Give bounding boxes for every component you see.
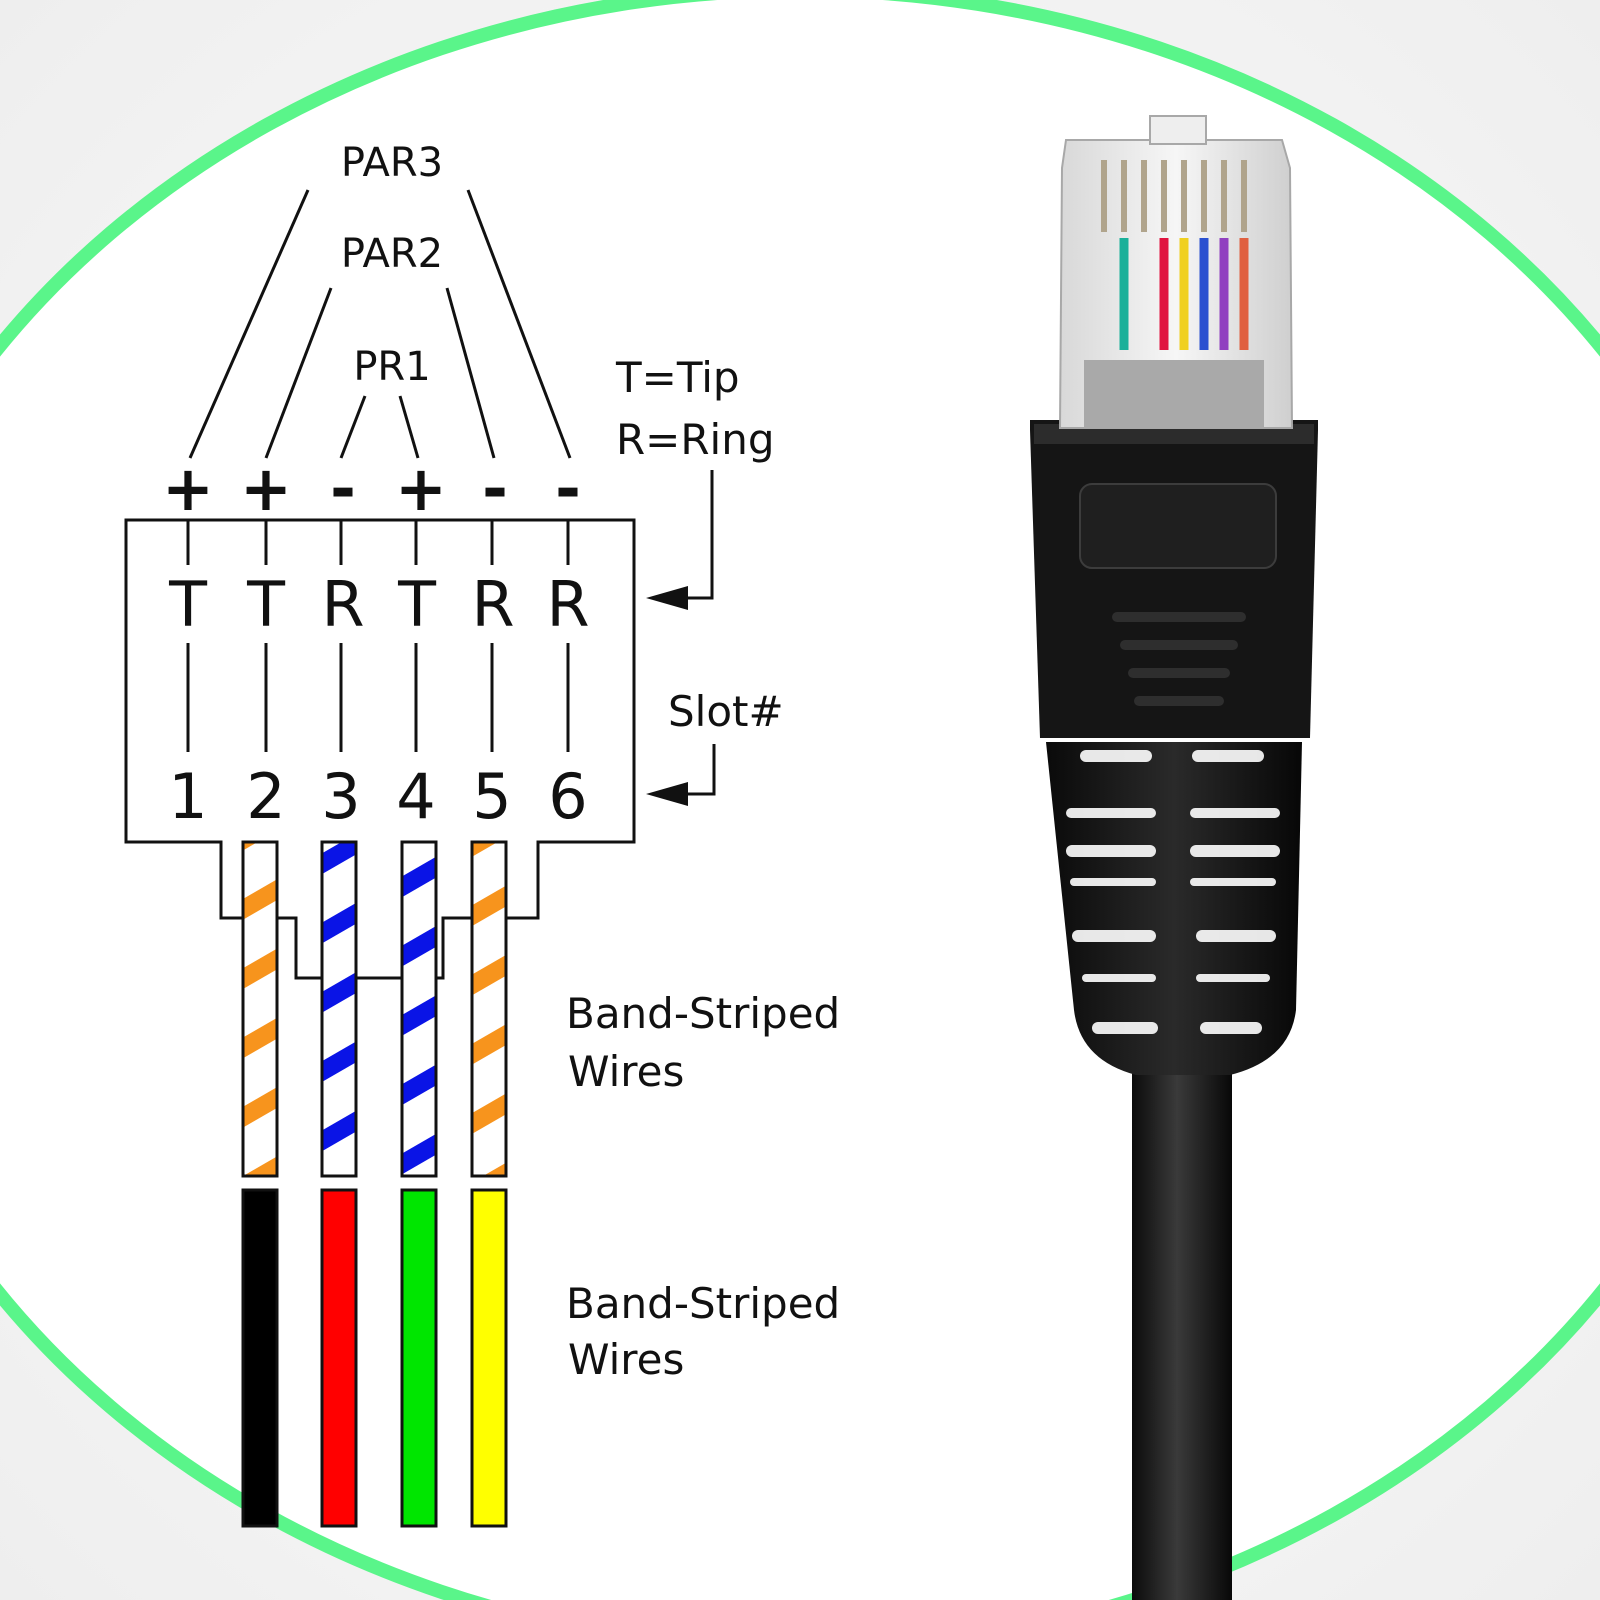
striped-wires [241, 840, 508, 1178]
pair2-label: PAR2 [341, 231, 443, 277]
slot-arrow-head [646, 782, 688, 806]
latch-tab [1149, 115, 1207, 145]
pair3-label: PAR3 [341, 140, 443, 186]
slot-number: 6 [548, 760, 587, 833]
plug-base-band [1084, 360, 1264, 428]
striped-wire-blue [320, 840, 358, 1178]
cable [1132, 1050, 1232, 1600]
legend-tip: T=Tip [615, 353, 740, 402]
boot-ridges [1066, 750, 1280, 1034]
colored-conductors [1119, 238, 1249, 350]
conductor-letter: R [321, 568, 364, 641]
gold-contacts [1101, 160, 1247, 232]
conductor-letter: R [471, 568, 514, 641]
legend-arrow-head [646, 586, 688, 610]
slot-legend: Slot# [668, 687, 784, 736]
striped-wire-blue [400, 840, 438, 1178]
slot-number: 1 [168, 760, 207, 833]
solid-wires-label-line2: Wires [568, 1335, 684, 1384]
conductor-letter: R [546, 568, 589, 641]
solid-wire-red [320, 1188, 358, 1528]
connector-outline [124, 518, 636, 980]
boot [1046, 742, 1302, 1075]
striped-wire-orange [241, 840, 279, 1178]
solid-wires-label-line1: Band-Striped [566, 1279, 840, 1328]
polarity-sign: - [555, 452, 581, 525]
polarity-sign: + [162, 452, 214, 525]
polarity-sign: + [240, 452, 292, 525]
solid-wires [241, 1188, 508, 1528]
polarity-sign: + [395, 452, 447, 525]
striped-wires-label-line2: Wires [568, 1047, 684, 1096]
conductor-letter: T [246, 568, 286, 641]
pair1-label: PR1 [353, 344, 430, 390]
slot-number: 3 [321, 760, 360, 833]
striped-wire-orange [470, 840, 508, 1178]
polarity-sign: - [482, 452, 508, 525]
slot-number: 4 [396, 760, 435, 833]
wiring-diagram: PAR3 PAR2 PR1 + + - + - - [124, 140, 840, 1528]
polarity-sign: - [330, 452, 356, 525]
slot-row: 1 2 3 4 5 6 [168, 760, 587, 833]
pair1-leader-left [339, 395, 367, 459]
striped-wires-label-line1: Band-Striped [566, 989, 840, 1038]
conductor-letter: T [168, 568, 208, 641]
hood-window [1079, 483, 1277, 569]
pair3-leader-left [188, 189, 310, 459]
slot-number: 2 [246, 760, 285, 833]
conductor-letter: T [397, 568, 437, 641]
pair2-leader-right [445, 287, 496, 459]
hood-grip-lines [1112, 612, 1246, 706]
solid-wire-black [241, 1188, 279, 1528]
ethernet-plug [1030, 115, 1318, 1600]
pair1-leader-right [398, 395, 420, 459]
legend-ring: R=Ring [616, 415, 775, 464]
pin-leads [186, 520, 570, 752]
conductor-row: T T R T R R [168, 568, 589, 641]
plug-tip [1058, 139, 1294, 429]
solid-wire-yellow [470, 1188, 508, 1528]
plug-hood [1030, 420, 1318, 738]
polarity-row: + + - + - - [162, 452, 581, 525]
solid-wire-green [400, 1188, 438, 1528]
slot-number: 5 [472, 760, 511, 833]
pair3-leader-right [466, 189, 572, 459]
pair2-leader-left [264, 287, 333, 459]
